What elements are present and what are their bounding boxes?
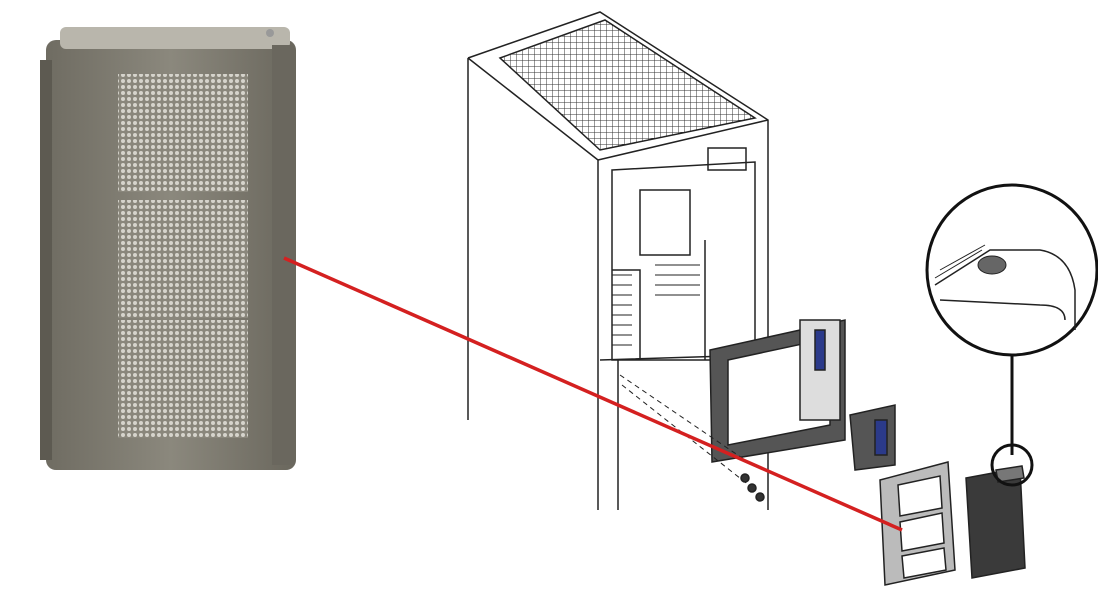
mesh-window-bottom: [118, 320, 248, 438]
callout-leader-line: [283, 256, 903, 532]
detail-callout: [925, 183, 1098, 487]
filter-panel-drawing: [879, 461, 956, 586]
mounting-bracket: [619, 319, 896, 502]
mesh-window-middle: [118, 200, 248, 318]
filter-cover-drawing: [965, 465, 1026, 579]
filter-panel-photo: [40, 27, 296, 470]
mesh-window-top: [118, 74, 248, 192]
cabinet-drawing: [467, 11, 769, 510]
